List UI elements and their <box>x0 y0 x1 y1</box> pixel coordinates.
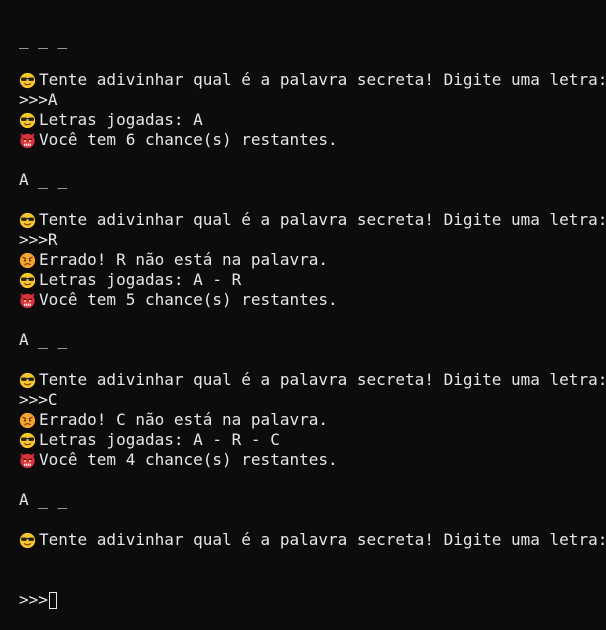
output-line: >>>R <box>19 230 606 250</box>
terminal-output: _ _ _ Tente adivinhar qual é a palavra se… <box>19 30 606 550</box>
output-line-text: >>>R <box>19 230 58 249</box>
output-line: Tente adivinhar qual é a palavra secreta… <box>19 70 606 90</box>
output-line-text: Você tem 4 chance(s) restantes. <box>39 450 338 469</box>
angry-face-icon <box>19 412 38 429</box>
output-line: Letras jogadas: A <box>19 110 606 130</box>
output-line: Errado! C não está na palavra. <box>19 410 606 430</box>
output-line-text: A _ _ <box>19 170 68 189</box>
blank-line <box>19 470 606 490</box>
prompt: >>> <box>19 590 48 609</box>
red-monster-face-icon <box>19 132 38 149</box>
sunglasses-face-icon <box>19 112 38 129</box>
output-line-text: A _ _ <box>19 330 68 349</box>
input-line[interactable]: >>> <box>19 590 606 610</box>
output-line-text: Letras jogadas: A - R <box>39 270 242 289</box>
sunglasses-face-icon <box>19 72 38 89</box>
output-line-text: Errado! R não está na palavra. <box>39 250 328 269</box>
output-line: Tente adivinhar qual é a palavra secreta… <box>19 210 606 230</box>
output-line: Tente adivinhar qual é a palavra secreta… <box>19 530 606 550</box>
red-monster-face-icon <box>19 292 38 309</box>
blank-line <box>19 310 606 330</box>
sunglasses-face-icon <box>19 272 38 289</box>
output-line-text: Errado! C não está na palavra. <box>39 410 328 429</box>
output-line-text: _ _ _ <box>19 30 68 49</box>
sunglasses-face-icon <box>19 212 38 229</box>
output-line: A _ _ <box>19 490 606 510</box>
output-line: >>>C <box>19 390 606 410</box>
blank-line <box>19 150 606 170</box>
output-line-text: Tente adivinhar qual é a palavra secreta… <box>39 70 606 89</box>
output-line: Você tem 4 chance(s) restantes. <box>19 450 606 470</box>
output-line-text: >>>C <box>19 390 58 409</box>
output-line: Você tem 6 chance(s) restantes. <box>19 130 606 150</box>
blank-line <box>19 350 606 370</box>
sunglasses-face-icon <box>19 372 38 389</box>
output-line-text: A _ _ <box>19 490 68 509</box>
red-monster-face-icon <box>19 452 38 469</box>
output-line: Errado! R não está na palavra. <box>19 250 606 270</box>
output-line-text: Letras jogadas: A - R - C <box>39 430 280 449</box>
output-line: Letras jogadas: A - R - C <box>19 430 606 450</box>
output-line: A _ _ <box>19 170 606 190</box>
output-line: Letras jogadas: A - R <box>19 270 606 290</box>
blank-line <box>19 510 606 530</box>
output-line-text: Letras jogadas: A <box>39 110 203 129</box>
output-line-text: >>>A <box>19 90 58 109</box>
angry-face-icon <box>19 252 38 269</box>
blank-line <box>19 190 606 210</box>
output-line-text: Você tem 5 chance(s) restantes. <box>39 290 338 309</box>
blank-line <box>19 50 606 70</box>
text-cursor <box>48 591 57 609</box>
output-line-text: Tente adivinhar qual é a palavra secreta… <box>39 370 606 389</box>
output-line: >>>A <box>19 90 606 110</box>
output-line-text: Você tem 6 chance(s) restantes. <box>39 130 338 149</box>
sunglasses-face-icon <box>19 432 38 449</box>
output-line-text: Tente adivinhar qual é a palavra secreta… <box>39 530 606 549</box>
output-line-text: Tente adivinhar qual é a palavra secreta… <box>39 210 606 229</box>
output-line: A _ _ <box>19 330 606 350</box>
output-line: Tente adivinhar qual é a palavra secreta… <box>19 370 606 390</box>
output-line: Você tem 5 chance(s) restantes. <box>19 290 606 310</box>
sunglasses-face-icon <box>19 532 38 549</box>
output-line: _ _ _ <box>19 30 606 50</box>
